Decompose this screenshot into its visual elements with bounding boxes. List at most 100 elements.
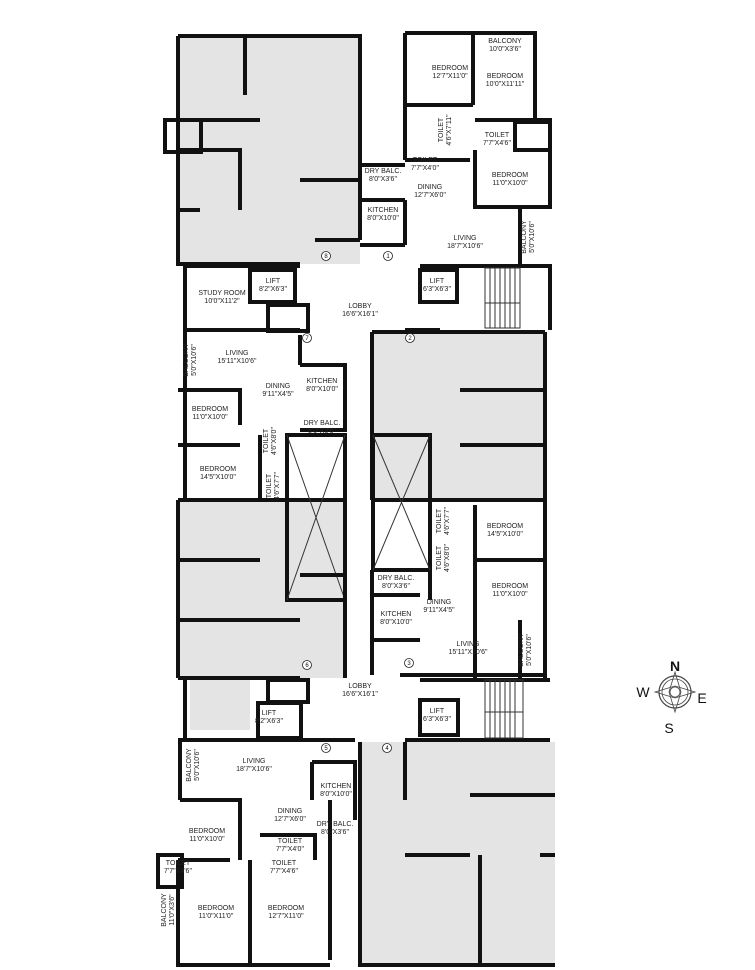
room-dimensions: 7'7"X4'6" xyxy=(164,868,192,875)
room-dimensions: 5'0"X10'6" xyxy=(529,221,536,253)
room-dimensions: 11'0"X3'6" xyxy=(169,894,176,926)
compass-south: S xyxy=(664,720,673,736)
room-label: BALCONY11'0"X3'6" xyxy=(161,893,176,927)
room-label: DRY BALC.8'0"X3'6" xyxy=(317,821,354,836)
room-dimensions: 7'7"X4'6" xyxy=(270,868,298,875)
room-name: LIFT xyxy=(262,710,277,717)
entry-door-marker xyxy=(404,658,414,668)
entry-number: 3 xyxy=(407,661,411,667)
room-name: KITCHEN xyxy=(307,378,338,385)
room-dimensions: 12'7"X11'0" xyxy=(268,913,304,920)
room-dimensions: 11'0"X10'0" xyxy=(492,591,528,598)
room-dimensions: 8'0"X10'0" xyxy=(380,619,412,626)
room-dimensions: 11'0"X10'0" xyxy=(189,836,225,843)
entry-door-marker xyxy=(302,660,312,670)
compass: N W E S xyxy=(636,658,706,736)
room-name: DINING xyxy=(418,184,443,191)
room-name: BEDROOM xyxy=(189,828,225,835)
room-dimensions: 9'11"X4'5" xyxy=(423,607,455,614)
room-label: BALCONY5'0"X10'6" xyxy=(186,748,201,782)
room-dimensions: 12'7"X11'0" xyxy=(432,73,468,80)
entry-door-marker xyxy=(321,251,331,261)
unit-middle-left xyxy=(178,500,346,678)
room-label: BALCONY5'0"X10'6" xyxy=(183,343,198,377)
entry-door-marker xyxy=(321,743,331,753)
room-dimensions: 8'2"X6'3" xyxy=(255,718,283,725)
room-name: TOILET xyxy=(266,473,273,498)
room-dimensions: 5'0"X10'6" xyxy=(526,634,533,666)
room-name: LIFT xyxy=(266,278,281,285)
entry-number: 7 xyxy=(305,336,309,342)
room-dimensions: 6'3"X6'3" xyxy=(423,716,451,723)
room-dimensions: 7'7"X4'0" xyxy=(276,846,304,853)
room-name: BALCONY xyxy=(183,343,190,377)
room-dimensions: 5'0"X10'6" xyxy=(191,344,198,376)
room-name: BEDROOM xyxy=(487,523,523,530)
room-dimensions: 7'7"X4'0" xyxy=(411,165,439,172)
room-name: BEDROOM xyxy=(492,172,528,179)
walls xyxy=(156,31,555,967)
room-label: DRY BALC.8'0"X3'6" xyxy=(304,420,341,435)
room-dimensions: 4'6"X8'0" xyxy=(271,427,278,455)
room-name: TOILET xyxy=(436,508,443,533)
room-name: TOILET xyxy=(438,117,445,142)
room-dimensions: 15'11"X10'6" xyxy=(448,649,488,656)
entry-number: 5 xyxy=(324,746,328,752)
entry-number: 8 xyxy=(324,254,328,260)
room-name: DRY BALC. xyxy=(378,575,415,582)
room-name: LIVING xyxy=(454,235,477,242)
room-name: TOILET xyxy=(436,545,443,570)
entry-door-marker xyxy=(383,251,393,261)
room-dimensions: 5'0"X10'6" xyxy=(194,749,201,781)
room-name: LIFT xyxy=(430,278,445,285)
room-dimensions: 18'7"X10'6" xyxy=(236,766,272,773)
room-name: BALCONY xyxy=(518,633,525,667)
compass-west: W xyxy=(636,684,650,700)
room-name: TOILET xyxy=(413,157,438,164)
staircase-top xyxy=(484,267,521,329)
room-name: LIVING xyxy=(457,641,480,648)
room-name: DRY BALC. xyxy=(304,420,341,427)
room-dimensions: 10'0"X11'11" xyxy=(486,81,525,88)
room-name: BALCONY xyxy=(186,748,193,782)
room-label: TOILET4'6"X7'11" xyxy=(438,114,453,146)
room-dimensions: 16'6"X16'1" xyxy=(342,311,378,318)
room-name: LOBBY xyxy=(348,303,372,310)
room-name: KITCHEN xyxy=(381,611,412,618)
room-dimensions: 4'6"X7'7" xyxy=(444,507,451,535)
room-dimensions: 10'0"X11'2" xyxy=(204,298,240,305)
room-dimensions: 16'6"X16'1" xyxy=(342,691,378,698)
staircase-bottom xyxy=(484,679,524,739)
room-dimensions: 12'7"X6'0" xyxy=(274,816,306,823)
room-name: BEDROOM xyxy=(198,905,234,912)
room-dimensions: 10'0"X3'6" xyxy=(489,46,521,53)
room-name: STUDY ROOM xyxy=(198,290,245,297)
room-dimensions: 11'0"X10'0" xyxy=(192,414,228,421)
room-dimensions: 4'6"X8'0" xyxy=(444,544,451,572)
room-label: BALCONY5'0"X10'6" xyxy=(521,220,536,254)
room-dimensions: 11'0"X11'0" xyxy=(199,913,234,920)
room-name: BEDROOM xyxy=(487,73,523,80)
compass-north: N xyxy=(670,658,680,674)
compass-east: E xyxy=(697,690,706,706)
room-dimensions: 18'7"X10'6" xyxy=(447,243,483,250)
